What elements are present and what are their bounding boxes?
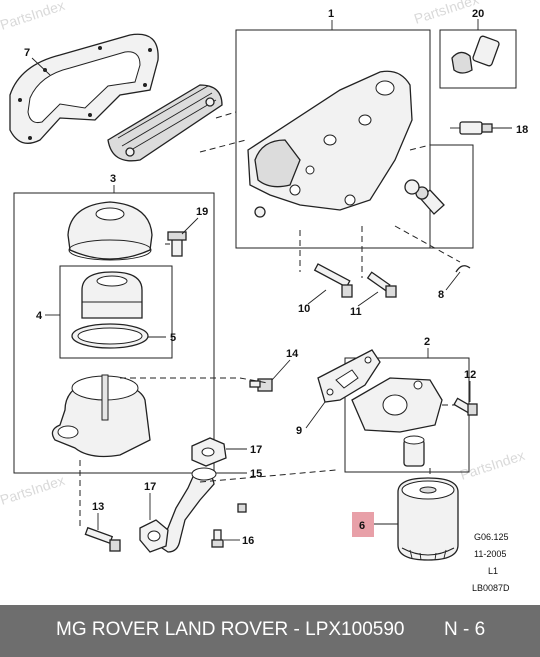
filter-housing-body-part [51,374,151,458]
assembly-frame-4 [59,265,173,359]
assembly-frame-1 [235,29,431,249]
gasket-17-lower-part [139,519,169,553]
callout-2: 2 [424,336,430,348]
small-washer-part [254,206,266,218]
filter-cap-part [67,201,153,261]
callout-11: 11 [350,306,362,318]
callout-6-highlight [352,512,374,537]
watermark-mid-right: PartsIndex [458,447,527,483]
callout-10: 10 [298,303,310,315]
footer-page: N - 6 [444,619,486,640]
gasket-part [9,33,159,144]
filter-element-part [81,271,143,319]
seal-ring-part [404,179,420,195]
callout-1: 1 [328,8,334,20]
clip-8-part [455,265,471,273]
callout-20: 20 [472,8,484,20]
oil-cooler-part [107,84,223,162]
oil-pipe-part [160,467,217,553]
ref-level: L1 [488,566,498,576]
callout-12: 12 [464,369,476,381]
gasket-17-upper-part [191,437,227,467]
adaptor-sleeve-part [403,435,425,467]
ref-date: 11-2005 [474,549,506,559]
watermark-mid-left: PartsIndex [0,472,67,508]
callout-18: 18 [516,124,528,136]
callout-13: 13 [92,501,104,513]
bolt-19-part [167,231,187,257]
callout-16: 16 [242,535,254,547]
footer-bar: MG ROVER LAND ROVER - LPX100590 N - 6 [0,605,540,657]
plug-part [415,186,445,215]
callout-17-upper: 17 [250,444,262,456]
ref-code: G06.125 [474,532,509,542]
callout-3: 3 [110,173,116,185]
callout-15: 15 [250,468,262,480]
bolt-16-part [211,503,247,548]
oil-filter-housing-part [247,70,413,211]
adaptor-part [351,377,443,433]
oil-pressure-sender-part [450,121,493,135]
callout-17-lower: 17 [144,481,156,493]
ref-drawing: LB0087D [472,583,510,593]
bolt-11-part [366,271,397,298]
callout-8: 8 [438,289,444,301]
footer-title: MG ROVER LAND ROVER - LPX100590 [56,619,405,640]
bolt-13-part [84,526,121,552]
callout-4: 4 [36,310,43,322]
watermark-top-right: PartsIndex [412,0,481,27]
callout-5: 5 [170,332,176,344]
oil-filter-part [397,477,459,561]
bolt-10-part [313,263,353,298]
callout-7: 7 [24,47,30,59]
callout-14: 14 [286,348,299,360]
callout-9: 9 [296,425,302,437]
connector-part [451,35,500,74]
callout-6: 6 [359,520,365,532]
callout-19: 19 [196,206,208,218]
watermark-top-left: PartsIndex [0,0,67,33]
parts-diagram: PartsIndex PartsIndex PartsIndex PartsIn… [0,0,528,593]
bolt-12-part [453,397,478,416]
